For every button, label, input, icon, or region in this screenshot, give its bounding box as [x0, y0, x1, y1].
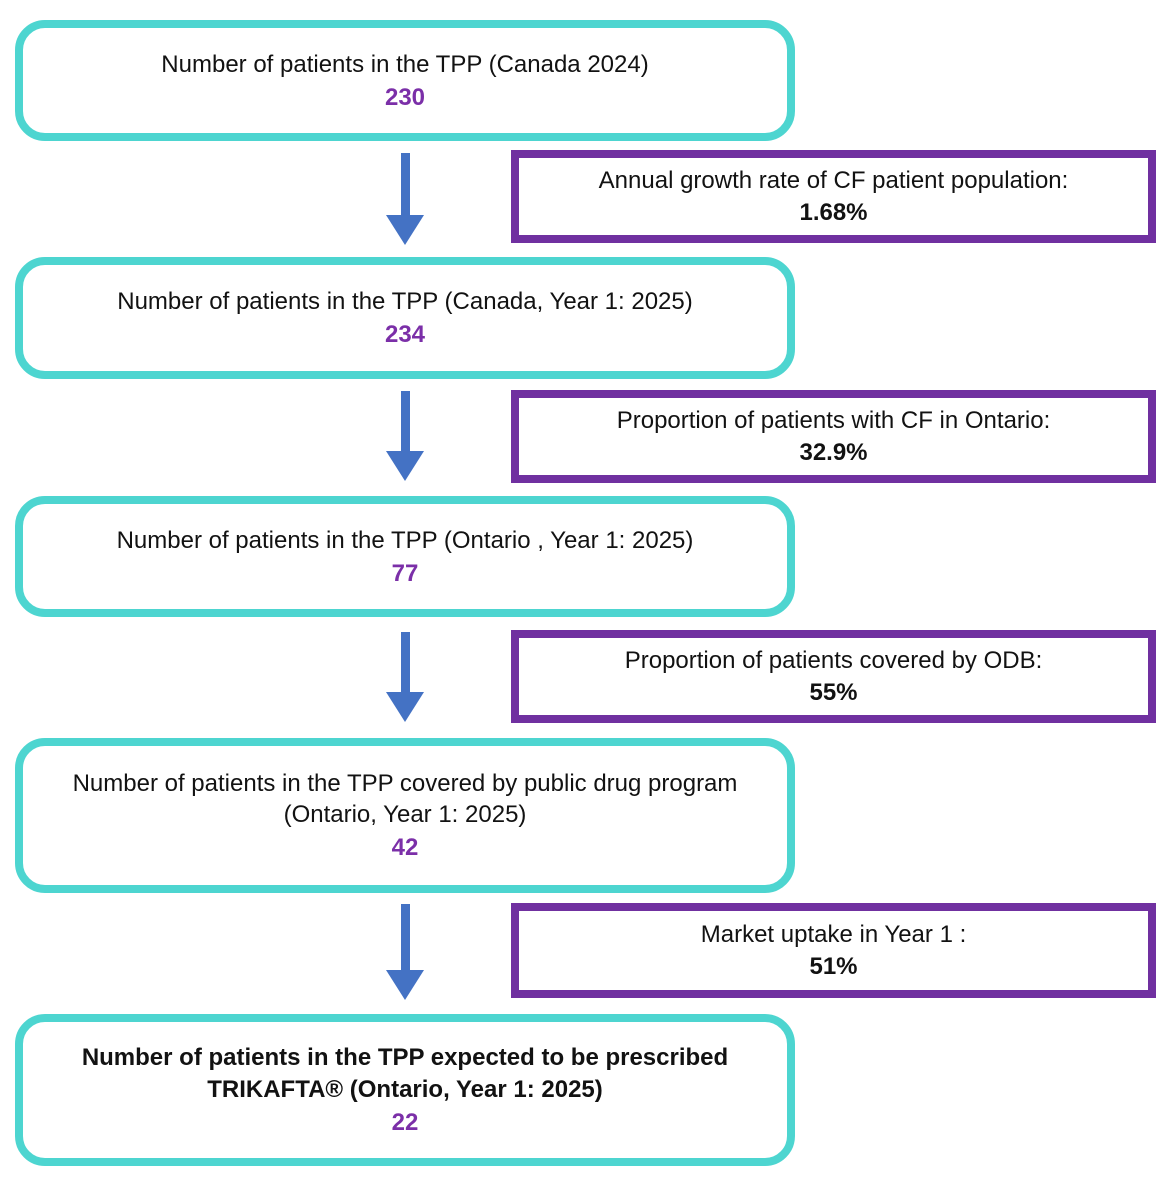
rate-box-ontario-proportion: Proportion of patients with CF in Ontari…	[511, 390, 1156, 483]
flow-box-label: Number of patients in the TPP expected t…	[81, 1044, 729, 1103]
down-arrow-icon	[385, 153, 425, 245]
rate-box-value: 55%	[809, 678, 858, 706]
down-arrow-icon	[385, 632, 425, 722]
flow-box-label: Number of patients in the TPP covered by…	[72, 769, 738, 829]
arrow-stem	[400, 153, 410, 215]
arrow-stem	[400, 632, 410, 692]
rate-box-label: Market uptake in Year 1 :	[700, 920, 967, 948]
rate-box-market-uptake: Market uptake in Year 1 : 51%	[511, 903, 1156, 998]
rate-box-value: 32.9%	[799, 438, 868, 466]
rate-box-odb-proportion: Proportion of patients covered by ODB: 5…	[511, 630, 1156, 723]
down-arrow-icon	[385, 391, 425, 481]
flow-box-label: Number of patients in the TPP (Canada, Y…	[117, 288, 693, 315]
flow-box-value: 42	[391, 834, 419, 862]
flow-box-label: Number of patients in the TPP (Canada 20…	[161, 50, 649, 78]
arrow-head	[386, 215, 424, 245]
rate-box-label: Annual growth rate of CF patient populat…	[598, 166, 1069, 194]
rate-box-label: Proportion of patients covered by ODB:	[624, 646, 1043, 674]
rate-box-value: 51%	[809, 952, 858, 980]
flow-box-canada-2024: Number of patients in the TPP (Canada 20…	[15, 20, 795, 141]
arrow-head	[386, 692, 424, 722]
rate-box-growth-rate: Annual growth rate of CF patient populat…	[511, 150, 1156, 243]
rate-box-value: 1.68%	[799, 198, 868, 226]
flow-box-value: 77	[391, 559, 419, 587]
flow-box-ontario-2025: Number of patients in the TPP (Ontario ,…	[15, 496, 795, 617]
rate-box-label: Proportion of patients with CF in Ontari…	[616, 406, 1051, 434]
flow-box-value: 22	[391, 1108, 419, 1136]
down-arrow-icon	[385, 904, 425, 1000]
flow-box-value: 230	[384, 83, 426, 111]
flow-box-label: Number of patients in the TPP (Ontario ,…	[116, 526, 694, 554]
flow-box-canada-2025: Number of patients in the TPP (Canada, Y…	[15, 257, 795, 379]
arrow-head	[386, 451, 424, 481]
flow-box-trikafta-prescribed: Number of patients in the TPP expected t…	[15, 1014, 795, 1166]
arrow-stem	[400, 904, 410, 970]
arrow-head	[386, 970, 424, 1000]
arrow-stem	[400, 391, 410, 451]
flow-box-public-drug-program: Number of patients in the TPP covered by…	[15, 738, 795, 893]
flow-box-value: 234	[384, 321, 426, 349]
